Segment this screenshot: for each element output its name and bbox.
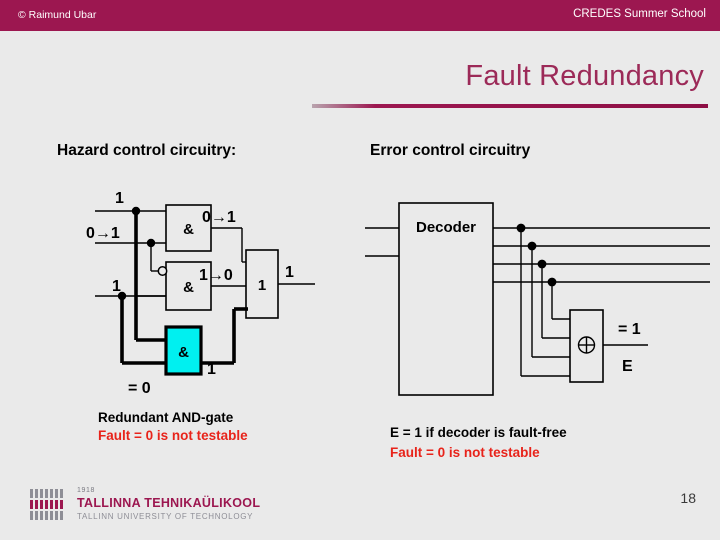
logo-bar-row-top	[30, 489, 68, 498]
junction-dot-input3	[117, 291, 127, 301]
label-or-output: 1	[285, 264, 294, 281]
right-caption-line-2: Fault = 0 is not testable	[390, 445, 540, 460]
left-caption-line-1: Redundant AND-gate	[98, 410, 234, 425]
redundant-and-gate-label: &	[178, 344, 189, 361]
decoder-label: Decoder	[416, 219, 476, 236]
right-section-heading: Error control circuitry	[370, 142, 531, 159]
label-gate1-output: 0→1	[202, 209, 236, 226]
left-section-heading: Hazard control circuitry:	[57, 142, 237, 159]
junction-dot-input2	[146, 238, 156, 248]
junction-dot-output-2	[527, 241, 537, 251]
title-divider	[312, 104, 708, 108]
left-caption-line-2: Fault = 0 is not testable	[98, 428, 248, 443]
copyright-text: © Raimund Ubar	[18, 9, 97, 21]
junction-dot-output-1	[516, 223, 526, 233]
and-gate-2	[165, 261, 212, 311]
junction-dot-output-3	[537, 259, 547, 269]
header-bar: © Raimund Ubar CREDES Summer School	[0, 0, 720, 31]
logo-bar-row-bottom	[30, 511, 68, 520]
redundant-and-gate	[164, 325, 203, 376]
error-control-circuit: Decoder = 1 E	[365, 202, 710, 396]
right-caption-line-1: E = 1 if decoder is fault-free	[390, 425, 567, 440]
label-input-1: 1	[115, 190, 124, 207]
header-right-text: CREDES Summer School	[573, 8, 706, 20]
university-logo: 1918 TALLINNA TEHNIKAÜLIKOOL TALLINN UNI…	[30, 487, 260, 527]
label-redundant-output: 1	[207, 361, 216, 378]
logo-year: 1918	[77, 487, 95, 494]
label-fault-value: = 0	[128, 380, 151, 397]
or-gate-label: 1	[258, 277, 266, 294]
label-input-3: 1	[112, 278, 121, 295]
and-gate-2-label: &	[183, 279, 194, 296]
logo-bars-icon	[30, 489, 68, 523]
and-gate-1	[165, 204, 212, 252]
inversion-bubble-gate2	[157, 266, 168, 276]
page-title: Fault Redundancy	[465, 60, 704, 92]
label-xor-output: = 1	[618, 321, 641, 338]
hazard-control-circuit: & & 1 & 1 0→1 1 0→1 1→0 1 1 = 0	[86, 190, 315, 397]
logo-name-en: TALLINN UNIVERSITY OF TECHNOLOGY	[77, 512, 254, 521]
page-number: 18	[680, 490, 696, 506]
label-error-output: E	[622, 358, 633, 375]
and-gate-1-label: &	[183, 221, 194, 238]
junction-dot-input1	[131, 206, 141, 216]
label-gate2-output: 1→0	[199, 267, 233, 284]
decoder-box	[398, 202, 494, 396]
logo-name-et: TALLINNA TEHNIKAÜLIKOOL	[77, 496, 261, 510]
label-input-2: 0→1	[86, 225, 120, 242]
junction-dot-output-4	[547, 277, 557, 287]
logo-bar-row-middle	[30, 500, 68, 509]
